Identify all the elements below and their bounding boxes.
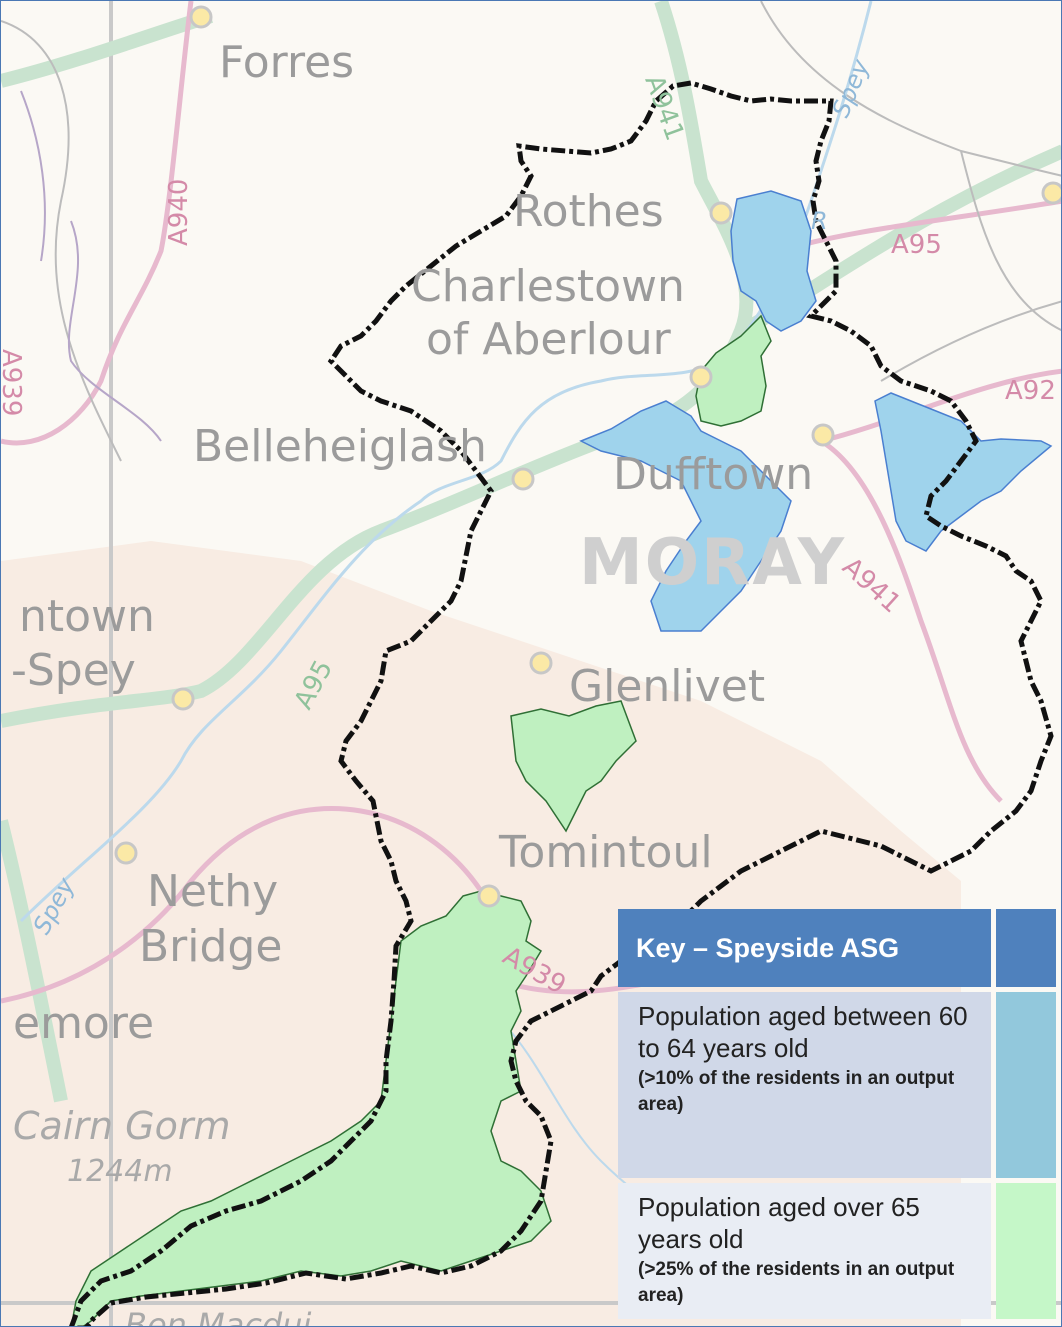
map-key: Key – Speyside ASG Population aged betwe…	[618, 909, 1056, 1319]
road-a95-green	[1, 1, 1061, 1103]
label-grantown-1: ntown	[19, 591, 155, 642]
key-row-over-65-note: (>25% of the residents in an output area…	[638, 1259, 955, 1306]
label-road-a95-east: A95	[891, 230, 942, 260]
key-title: Key – Speyside ASG	[618, 909, 991, 987]
label-forres: Forres	[219, 37, 354, 88]
key-row-over-65-label: Population aged over 65 years old	[638, 1192, 920, 1254]
key-row-60-64-label: Population aged between 60 to 64 years o…	[638, 1001, 968, 1063]
label-aviemore: emore	[13, 998, 154, 1049]
road-grey-west	[20, 90, 162, 442]
label-region-moray: MORAY	[579, 526, 846, 600]
label-river-spey-north: Spey	[827, 55, 876, 121]
key-row-60-64: Population aged between 60 to 64 years o…	[618, 992, 991, 1178]
area-rothes-blue	[730, 190, 817, 332]
label-tomintoul: Tomintoul	[498, 827, 713, 878]
label-cairn-gorm-height: 1244m	[67, 1154, 173, 1189]
label-ben-macdui: Ben Macdui	[125, 1306, 312, 1327]
road-pink-a941	[500, 198, 1061, 995]
label-grantown-2: -Spey	[11, 645, 136, 696]
area-east-blue	[874, 392, 1053, 552]
label-cairn-gorm: Cairn Gorm	[13, 1104, 231, 1148]
area-dufftown-blue	[579, 400, 792, 632]
road-grey	[1, 1, 1061, 462]
label-nethy: Nethy	[147, 866, 278, 917]
label-belleheiglash: Belleheiglash	[193, 421, 487, 472]
label-river-r: R	[811, 207, 828, 235]
key-swatch-blue	[996, 992, 1056, 1178]
key-swatch-green	[996, 1183, 1056, 1319]
label-of-aberlour: of Aberlour	[426, 314, 672, 365]
label-road-a92: A92	[1005, 376, 1056, 406]
label-road-a941-south: A941	[836, 552, 906, 619]
road-pink-south	[1, 806, 484, 1004]
label-road-a940: A940	[164, 179, 194, 246]
road-pink-a940	[1, 1, 194, 446]
area-glenlivet-green	[510, 700, 637, 833]
settlement-markers	[114, 5, 1061, 908]
speyside-boundary	[69, 80, 1054, 1326]
label-bridge: Bridge	[139, 921, 282, 972]
label-glenlivet: Glenlivet	[569, 661, 765, 712]
key-header-swatch	[996, 909, 1056, 987]
label-rothes: Rothes	[513, 186, 664, 237]
label-road-a939-west: A939	[1, 349, 26, 416]
label-dufftown: Dufftown	[613, 449, 813, 500]
area-tomintoul-green	[70, 890, 552, 1326]
key-row-60-64-note: (>10% of the residents in an output area…	[638, 1068, 955, 1115]
key-row-over-65: Population aged over 65 years old (>25% …	[618, 1183, 991, 1319]
label-charlestown: Charlestown	[411, 261, 685, 312]
